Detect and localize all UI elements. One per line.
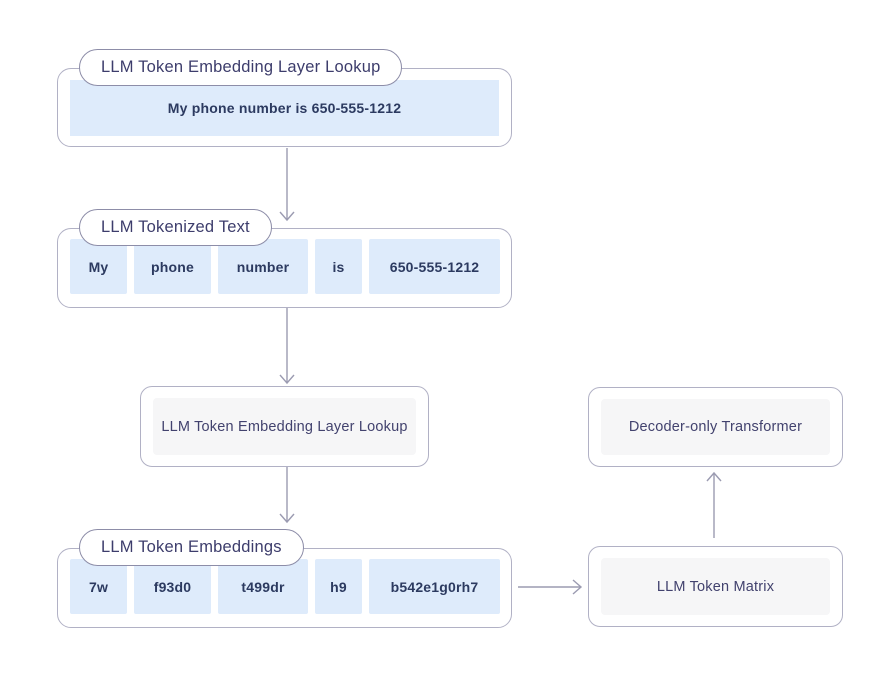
arrow-lookup-to-embeddings-icon — [279, 467, 295, 524]
transformer-stage-label: Decoder-only Transformer — [601, 399, 830, 455]
arrow-matrix-to-transformer-icon — [706, 471, 722, 538]
token-cell: t499dr — [218, 559, 308, 614]
tokenized-stage-label: LLM Tokenized Text — [79, 209, 272, 246]
matrix-stage-label: LLM Token Matrix — [601, 558, 830, 615]
token-cell: 7w — [70, 559, 127, 614]
tokenized-token-row: My phone number is 650-555-1212 — [70, 239, 500, 294]
token-cell: number — [218, 239, 308, 294]
arrow-tokenized-to-lookup-icon — [279, 308, 295, 385]
tokenized-stage-box: My phone number is 650-555-1212 — [57, 228, 512, 308]
input-sentence: My phone number is 650-555-1212 — [70, 80, 499, 136]
lookup-stage-box: LLM Token Embedding Layer Lookup — [140, 386, 429, 467]
arrow-input-to-tokenized-icon — [279, 148, 295, 222]
token-cell: phone — [134, 239, 211, 294]
embeddings-stage-label: LLM Token Embeddings — [79, 529, 304, 566]
input-stage-label: LLM Token Embedding Layer Lookup — [79, 49, 403, 86]
matrix-stage-box: LLM Token Matrix — [588, 546, 843, 627]
token-cell: is — [315, 239, 362, 294]
embeddings-token-row: 7w f93d0 t499dr h9 b542e1g0rh7 — [70, 559, 500, 614]
token-cell: b542e1g0rh7 — [369, 559, 500, 614]
lookup-stage-label: LLM Token Embedding Layer Lookup — [153, 398, 416, 455]
token-cell: My — [70, 239, 127, 294]
token-cell: f93d0 — [134, 559, 211, 614]
transformer-stage-box: Decoder-only Transformer — [588, 387, 843, 467]
arrow-embeddings-to-matrix-icon — [518, 579, 583, 595]
token-cell: h9 — [315, 559, 362, 614]
token-cell: 650-555-1212 — [369, 239, 500, 294]
